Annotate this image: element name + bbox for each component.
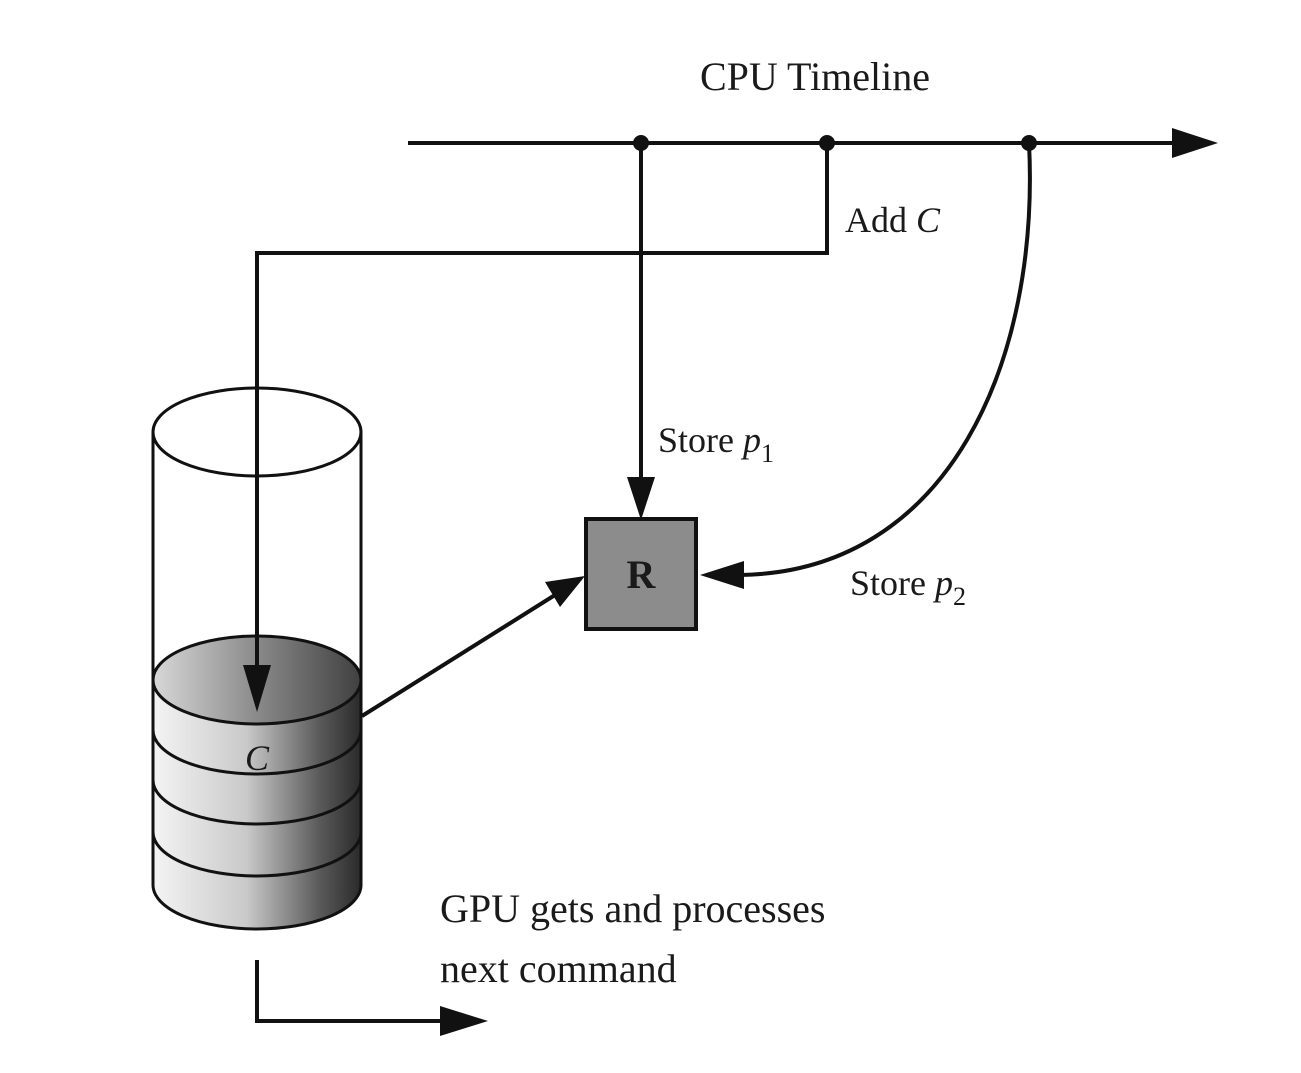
buffer-slot-3 <box>151 831 363 878</box>
timeline-arrowhead <box>1172 128 1218 158</box>
buffer-slot-2 <box>151 779 363 826</box>
register-r-label: R <box>627 552 657 597</box>
buffer-to-register-arrow <box>360 576 585 718</box>
buffer-slot-1 <box>151 729 363 776</box>
gpu-process-arrow <box>255 960 488 1036</box>
gpu-label-line2: next command <box>440 946 677 991</box>
store-p2-arrow <box>700 142 1032 589</box>
command-buffer-cylinder <box>151 386 363 931</box>
add-c-arrow <box>243 143 829 712</box>
store-p1-arrow <box>627 143 655 520</box>
cpu-timeline-label: CPU Timeline <box>700 54 930 99</box>
buffer-item-c-label: C <box>245 738 270 778</box>
cpu-timeline <box>408 128 1218 158</box>
register-r-box <box>584 517 698 631</box>
add-c-label: Add C <box>845 200 941 240</box>
gpu-label-line1: GPU gets and processes <box>440 886 826 931</box>
store-p1-label: Store p1 <box>658 420 774 468</box>
store-p2-label: Store p2 <box>850 563 966 611</box>
